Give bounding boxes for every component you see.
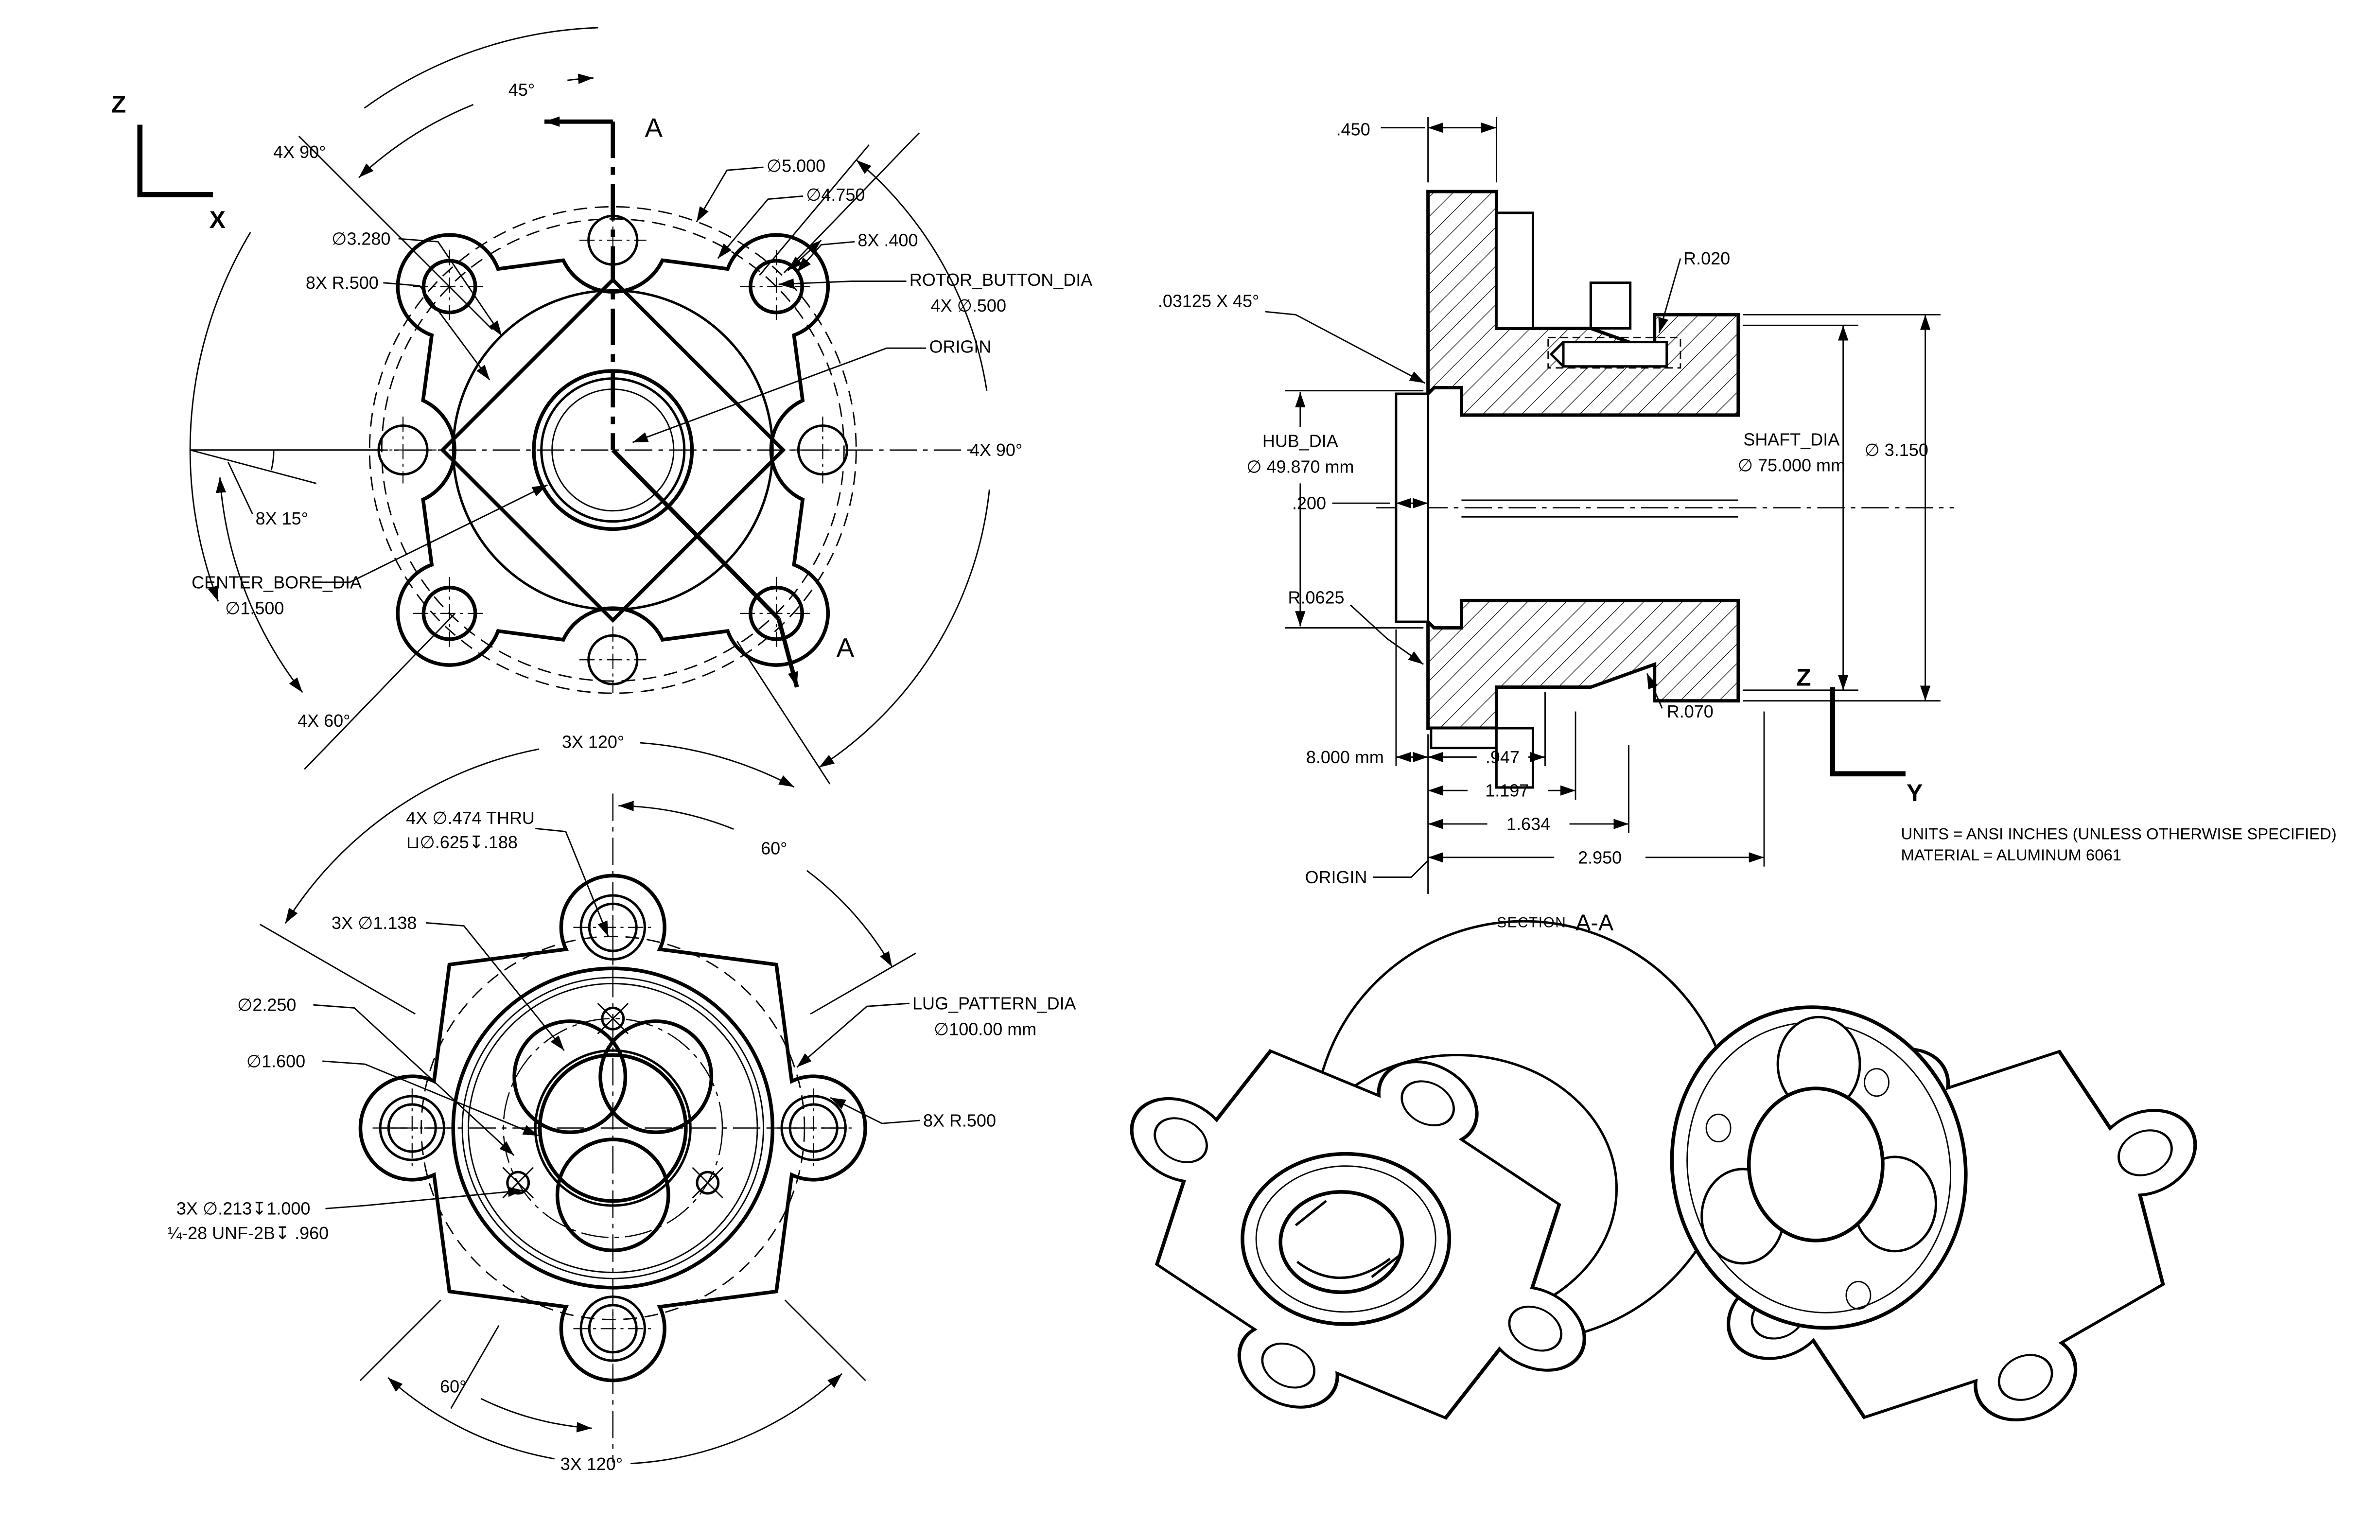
label-dim-947: .947	[1486, 747, 1520, 767]
label-8x-400: 8X .400	[858, 230, 918, 250]
label-r020: R.020	[1683, 248, 1730, 268]
label-dia-1600: ∅1.600	[246, 1051, 305, 1071]
label-r0625: R.0625	[1288, 588, 1345, 608]
label-3x120-top: 3X 120°	[562, 732, 624, 752]
label-8x-r500-back: 8X R.500	[923, 1110, 996, 1130]
section-view-axis-triad	[1830, 687, 1906, 777]
axis-triad-lines	[137, 124, 213, 197]
axis-z-label: Z	[111, 90, 126, 118]
label-dia-3150: ∅ 3.150	[1864, 440, 1928, 460]
axis-y-label-right: Y	[1907, 779, 1923, 806]
isometric-view-front	[1130, 920, 1735, 1420]
label-60-top: 60°	[761, 839, 787, 858]
label-dia-3280: ∅3.280	[332, 229, 390, 249]
label-4x-60: 4X 60°	[298, 711, 350, 731]
back-view	[259, 742, 920, 1465]
note-material: MATERIAL = ALUMINUM 6061	[1901, 846, 2121, 864]
label-chamfer: .03125 X 45°	[1158, 291, 1259, 311]
label-angle-45: 45°	[508, 80, 535, 100]
label-angle-4x90-right: 4X 90°	[970, 440, 1022, 460]
label-dia-4750: ∅4.750	[806, 185, 865, 205]
label-angle-4x90-left: 4X 90°	[273, 142, 326, 162]
label-8x-15: 8X 15°	[256, 508, 308, 528]
label-rotor-button-size: 4X ∅.500	[931, 296, 1006, 315]
drawing-notes: UNITS = ANSI INCHES (UNLESS OTHERWISE SP…	[1901, 824, 2337, 864]
back-view-labels: 3X 120° 60° 4X ∅.474 THRU ⊔∅.625↧.188 3X…	[167, 732, 1076, 1474]
front-view-labels: A A 45° 4X 90° 4X 90° ∅5.000 ∅4.750 8X .…	[192, 80, 1092, 731]
front-view-axis-triad: Z X	[111, 90, 226, 233]
label-shaft-dia: SHAFT_DIA	[1743, 429, 1839, 449]
label-shaft-dia-size: ∅ 75.000 mm	[1738, 455, 1845, 475]
label-3x120-bottom: 3X 120°	[560, 1454, 623, 1474]
label-tap-line2: ¼-28 UNF-2B↧ .960	[167, 1223, 329, 1243]
label-center-bore-size: ∅1.500	[225, 598, 284, 618]
axis-triad-lines-right	[1830, 687, 1906, 777]
label-dim-1197: 1.197	[1485, 781, 1529, 801]
label-cbore-line1: 4X ∅.474 THRU	[406, 808, 535, 828]
label-dia-5000: ∅5.000	[767, 156, 825, 175]
label-cbore-line2: ⊔∅.625↧.188	[406, 832, 518, 852]
label-origin-section: ORIGIN	[1305, 867, 1367, 887]
label-dim-1634: 1.634	[1506, 814, 1550, 834]
section-arrow-label-top: A	[645, 112, 663, 142]
axis-x-label: X	[210, 206, 226, 233]
label-dia-2250: ∅2.250	[237, 995, 296, 1015]
label-lug-pattern-size: ∅100.00 mm	[934, 1019, 1036, 1039]
label-tap-line1: 3X ∅.213↧1.000	[176, 1199, 311, 1219]
label-3x-dia-1138: 3X ∅1.138	[332, 913, 417, 933]
section-view	[1265, 117, 1955, 894]
label-dim-2950: 2.950	[1578, 847, 1622, 867]
section-title: A-A	[1575, 910, 1614, 935]
label-rotor-button-dia: ROTOR_BUTTON_DIA	[910, 270, 1092, 290]
label-60-bottom: 60°	[440, 1377, 466, 1397]
label-center-bore-dia: CENTER_BORE_DIA	[192, 572, 362, 592]
label-dim-8mm: 8.000 mm	[1306, 747, 1384, 767]
label-8x-r500-front: 8X R.500	[306, 273, 379, 293]
axis-z-label-right: Z	[1796, 664, 1811, 691]
front-view	[189, 27, 990, 785]
section-view-labels: .450 R.020 .03125 X 45° HUB_DIA ∅ 49.870…	[1158, 119, 1928, 935]
label-dim-450: .450	[1336, 119, 1370, 139]
label-lug-pattern-dia: LUG_PATTERN_DIA	[912, 994, 1076, 1014]
isometric-view-back	[1670, 1005, 2197, 1421]
section-arrow-label-bottom: A	[837, 632, 855, 663]
note-units: UNITS = ANSI INCHES (UNLESS OTHERWISE SP…	[1901, 824, 2337, 842]
label-dim-200: .200	[1292, 493, 1326, 513]
label-hub-dia: HUB_DIA	[1262, 431, 1338, 451]
label-r070: R.070	[1667, 701, 1714, 721]
label-hub-dia-size: ∅ 49.870 mm	[1246, 457, 1354, 477]
label-origin-front: ORIGIN	[929, 337, 991, 357]
